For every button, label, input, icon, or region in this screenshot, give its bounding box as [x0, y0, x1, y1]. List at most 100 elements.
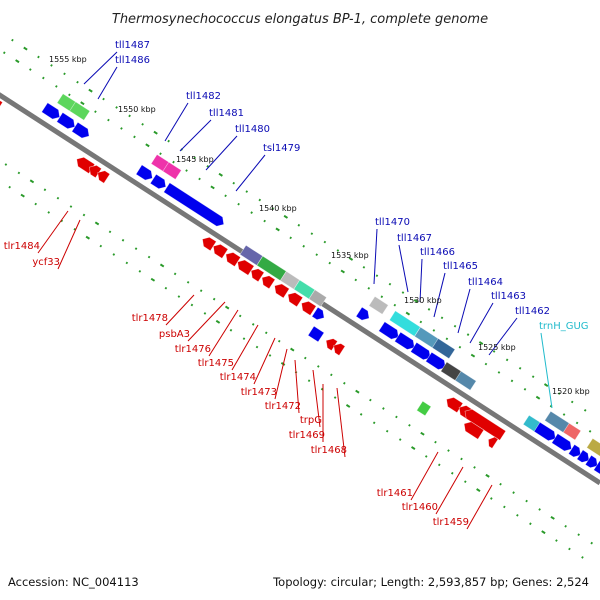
tick-mark: [290, 347, 295, 352]
leader-line: [231, 324, 259, 371]
gene-feature: [301, 300, 317, 316]
tick-mark: [375, 274, 379, 278]
kbp-marker: 1555 kbp: [49, 55, 87, 64]
tick-mark: [206, 165, 209, 168]
gene-feature: [149, 173, 167, 190]
gene-feature: [463, 421, 485, 440]
tick-mark: [424, 455, 428, 458]
gene-feature: [551, 433, 572, 452]
tick-mark: [193, 156, 196, 160]
gene-feature: [394, 331, 415, 350]
leader-line: [294, 359, 300, 414]
tick-mark: [345, 404, 351, 408]
tick-mark: [43, 188, 47, 192]
gene-feature: [464, 408, 507, 441]
tick-mark: [29, 68, 32, 71]
tick-mark: [125, 261, 129, 265]
gene-feature: [71, 121, 90, 139]
tick-mark: [568, 547, 571, 551]
tick-mark: [427, 308, 431, 311]
tick-mark: [359, 413, 363, 416]
tick-mark: [80, 101, 85, 106]
tick-mark: [11, 38, 14, 42]
leader-line: [373, 228, 378, 285]
tick-mark: [395, 415, 398, 419]
leader-line: [164, 102, 189, 142]
tick-mark: [420, 431, 425, 436]
tick-mark: [56, 196, 60, 200]
tick-mark: [29, 179, 35, 184]
forward-gene-label: tll1482: [186, 91, 221, 102]
tick-mark: [85, 235, 91, 240]
reverse-gene-label: tlr1459: [433, 517, 469, 528]
tick-mark: [581, 556, 584, 559]
tick-mark: [478, 341, 484, 345]
tick-mark: [37, 55, 40, 59]
tick-mark: [453, 324, 457, 328]
tick-mark: [405, 311, 411, 316]
label-leader-lines: [37, 51, 553, 530]
tick-mark: [510, 379, 514, 383]
leader-line: [187, 301, 226, 342]
reverse-gene-label: tlr1469: [289, 430, 325, 441]
tick-mark: [177, 295, 181, 298]
tick-mark: [251, 323, 255, 326]
gene-feature: [333, 343, 346, 356]
tick-mark: [541, 530, 546, 535]
tick-mark: [210, 185, 215, 190]
tick-mark: [434, 440, 437, 444]
tick-mark: [203, 312, 207, 315]
leader-line: [208, 309, 239, 357]
gene-feature: [378, 321, 399, 340]
leader-line: [97, 66, 118, 100]
forward-gene-label: tll1463: [491, 291, 526, 302]
tick-mark: [145, 143, 150, 148]
tick-mark: [413, 299, 419, 303]
tick-mark: [190, 303, 194, 307]
tick-mark: [354, 278, 358, 282]
tick-mark: [440, 316, 444, 320]
tick-mark: [575, 421, 579, 425]
gene-feature: [584, 454, 598, 469]
leader-line: [435, 466, 464, 515]
tick-mark: [271, 207, 275, 210]
tick-mark: [159, 152, 162, 156]
tick-mark: [275, 227, 280, 232]
reverse-gene-label: tlr1468: [311, 445, 347, 456]
tick-mark: [8, 185, 11, 189]
leader-line: [205, 135, 238, 171]
gene-feature: [562, 422, 582, 441]
tick-mark: [23, 46, 28, 51]
gene-feature: [287, 292, 304, 308]
reverse-gene-label: tlr1473: [241, 387, 277, 398]
gene-feature: [135, 164, 153, 181]
tick-mark: [88, 88, 93, 93]
tick-mark: [172, 160, 175, 164]
gene-feature: [586, 437, 600, 457]
tick-mark: [419, 320, 423, 324]
tick-mark: [82, 213, 86, 217]
tick-mark: [588, 430, 592, 433]
gene-feature: [41, 102, 61, 120]
leader-line: [457, 288, 471, 334]
tick-mark: [102, 97, 105, 101]
tick-mark: [485, 473, 490, 478]
gene-feature: [488, 436, 499, 449]
tick-mark: [150, 277, 156, 282]
forward-gene-label: tll1486: [115, 55, 150, 66]
tick-mark: [107, 118, 110, 122]
tick-mark: [198, 177, 201, 181]
tick-mark: [518, 366, 522, 370]
tick-mark: [147, 255, 151, 259]
reverse-gene-label: tlr1475: [198, 358, 234, 369]
tick-mark: [323, 240, 327, 244]
tick-mark: [224, 305, 230, 310]
tick-mark: [380, 295, 384, 299]
gene-feature: [311, 306, 325, 321]
tick-mark: [408, 424, 411, 427]
leader-line: [419, 258, 423, 303]
forward-gene-label: tll1464: [468, 277, 503, 288]
tick-mark: [255, 345, 259, 349]
tick-mark: [330, 373, 333, 377]
tick-mark: [367, 287, 371, 290]
